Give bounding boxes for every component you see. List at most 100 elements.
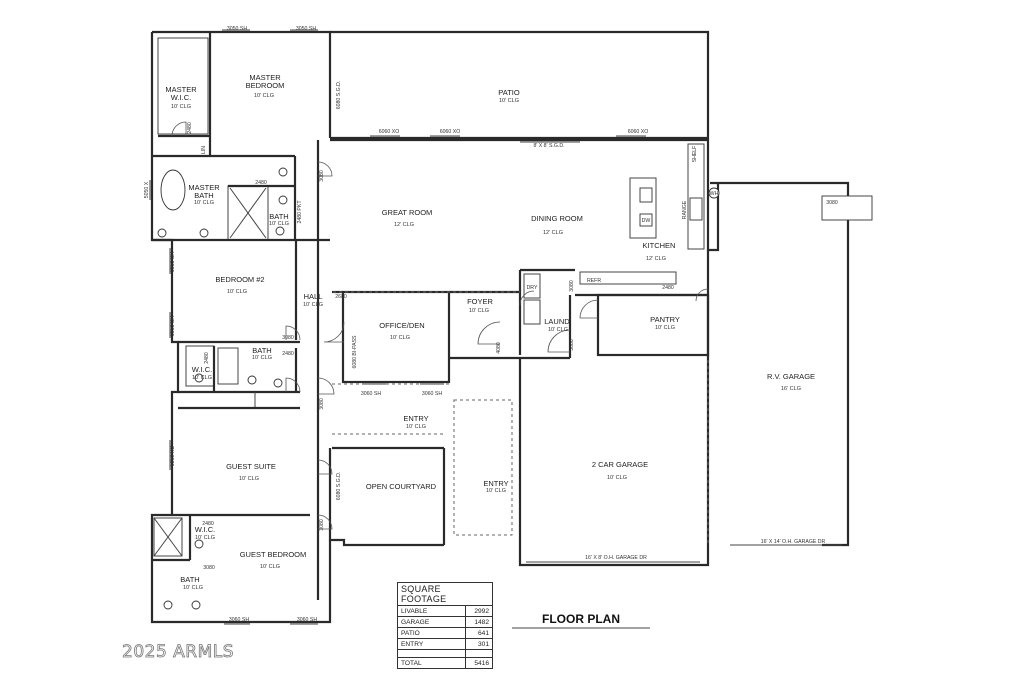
- interior-walls: [152, 32, 710, 600]
- dining-room-clg: 12' CLG: [543, 230, 563, 236]
- callout-6080-bipass: 6080 BI-PASS: [352, 335, 358, 369]
- callout-3060sh-b: 3060 SH: [422, 391, 442, 397]
- room-wic-3: W.I.C.: [195, 525, 215, 534]
- room-bath-3: BATH: [180, 575, 199, 584]
- callout-3080-c: 3080: [319, 398, 325, 410]
- watermark: 2025 ARMLS: [122, 642, 235, 663]
- bath-2-clg: 10' CLG: [252, 355, 272, 361]
- sqft-total-label: TOTAL: [397, 657, 466, 669]
- table-row-spacer: [397, 649, 493, 658]
- callout-3050-a: 3050 SH: [227, 26, 247, 32]
- table-row-total: TOTAL 5416: [397, 657, 493, 669]
- sqft-value: 2992: [465, 605, 493, 617]
- callout-3080-f: 3080: [569, 280, 575, 292]
- callout-3050sh-a: 3050 SH: [170, 252, 176, 272]
- patio-clg: 10' CLG: [499, 98, 519, 104]
- room-dining-room: DINING ROOM: [531, 214, 583, 223]
- sqft-label: LIVABLE: [397, 605, 466, 617]
- room-bath-master-wc: BATH: [269, 212, 288, 221]
- square-footage-table: SQUARE FOOTAGE LIVABLE 2992 GARAGE 1482 …: [397, 582, 493, 669]
- hall-clg: 10' CLG: [303, 302, 323, 308]
- room-great-room: GREAT ROOM: [382, 208, 433, 217]
- bedroom-2-clg: 10' CLG: [227, 289, 247, 295]
- sqft-value: 1482: [465, 616, 493, 628]
- callout-3050-b: 3050 SH: [296, 26, 316, 32]
- callout-5050xo: 5050 XO: [170, 446, 176, 466]
- sqft-total-value: 5416: [465, 657, 493, 669]
- callout-4080: 4080: [496, 342, 502, 354]
- callout-2680: 2680: [335, 294, 347, 300]
- callout-2480-b: 2480: [255, 180, 267, 186]
- callout-3060sh-a: 3060 SH: [361, 391, 381, 397]
- callout-3050sh-b: 3050 SH: [170, 316, 176, 336]
- sqft-label: GARAGE: [397, 616, 466, 628]
- callout-2480-c: 2480: [282, 351, 294, 357]
- sqft-value: 301: [465, 638, 493, 650]
- water-heater-icon: [708, 187, 720, 199]
- callout-dryer: DRY: [527, 285, 538, 291]
- entry-lower-clg: 10' CLG: [486, 488, 506, 494]
- callout-6060xo-c: 6060 XO: [628, 129, 648, 135]
- callout-2480-f: 2480: [662, 285, 674, 291]
- callout-3080-a: 3080: [319, 170, 325, 182]
- callout-3060sh-c: 3060 SH: [229, 617, 249, 623]
- callout-shelf: SHELF: [692, 146, 698, 163]
- master-wic-line2: W.I.C.: [171, 93, 191, 102]
- room-laundry: LAUND.: [544, 317, 572, 326]
- room-entry-lower: ENTRY: [483, 479, 508, 488]
- room-foyer: FOYER: [467, 297, 493, 306]
- callout-garage-door-rv: 16' X 14' O.H. GARAGE DR: [761, 539, 826, 545]
- windows: [149, 29, 646, 625]
- table-row: LIVABLE 2992: [397, 605, 493, 617]
- callout-3080-d: 3080: [319, 519, 325, 531]
- exterior-walls: [150, 30, 850, 624]
- tub-icon: [217, 347, 239, 385]
- toilet-icon: [278, 167, 288, 177]
- callout-3080-rv: 3080: [826, 200, 838, 206]
- callout-5050x: 5050 X: [144, 181, 150, 198]
- callout-2480-a: 2480: [187, 122, 193, 134]
- callout-3080-b: 3080: [282, 335, 294, 341]
- table-row: ENTRY 301: [397, 638, 493, 650]
- foyer-clg: 10' CLG: [469, 308, 489, 314]
- room-bedroom-2: BEDROOM #2: [215, 275, 264, 284]
- wic-2-clg: 10' CLG: [192, 375, 212, 381]
- room-2-car-garage: 2 CAR GARAGE: [592, 460, 648, 469]
- callout-6060xo-a: 6060 XO: [379, 129, 399, 135]
- callout-wh: WH: [710, 191, 719, 197]
- sqft-label: ENTRY: [397, 638, 466, 650]
- great-room-clg: 12' CLG: [394, 222, 414, 228]
- room-pantry: PANTRY: [650, 315, 680, 324]
- wic-3-clg: 10' CLG: [195, 535, 215, 541]
- laundry-clg: 10' CLG: [548, 327, 568, 333]
- callout-2480-e: 2480: [202, 521, 214, 527]
- rv-garage-clg: 16' CLG: [781, 386, 801, 392]
- callout-refr: REFR: [587, 278, 601, 284]
- sqft-value: 641: [465, 627, 493, 639]
- room-hall: HALL: [304, 292, 323, 301]
- 2-car-garage-clg: 10' CLG: [607, 475, 627, 481]
- sqft-label: PATIO: [397, 627, 466, 639]
- door-swings: [171, 121, 709, 530]
- callout-6060xo-b: 6060 XO: [440, 129, 460, 135]
- master-wic-line1: MASTER: [165, 85, 197, 94]
- plan-title: FLOOR PLAN: [542, 612, 620, 626]
- room-patio: PATIO: [498, 88, 520, 97]
- guest-bedroom-clg: 10' CLG: [260, 564, 280, 570]
- callout-garage-door-2car: 16' X 8' O.H. GARAGE DR: [585, 555, 647, 561]
- bathtub-icon: [160, 169, 186, 211]
- pantry-clg: 10' CLG: [655, 325, 675, 331]
- square-footage-header: SQUARE FOOTAGE: [397, 582, 493, 606]
- entry-upper-clg: 10' CLG: [406, 424, 426, 430]
- callout-6080-sgd-guest: 6080 S.G.D.: [336, 472, 342, 501]
- callout-3080-g: 3080: [569, 339, 575, 351]
- callout-8x8-sgd: 8' X 8' S.G.D.: [533, 143, 564, 149]
- master-wic-clg: 10' CLG: [171, 104, 191, 110]
- range-icon: [689, 197, 703, 221]
- callout-lin: LIN: [201, 146, 207, 154]
- room-kitchen: KITCHEN: [643, 241, 676, 250]
- callout-3080-e: 3080: [203, 565, 215, 571]
